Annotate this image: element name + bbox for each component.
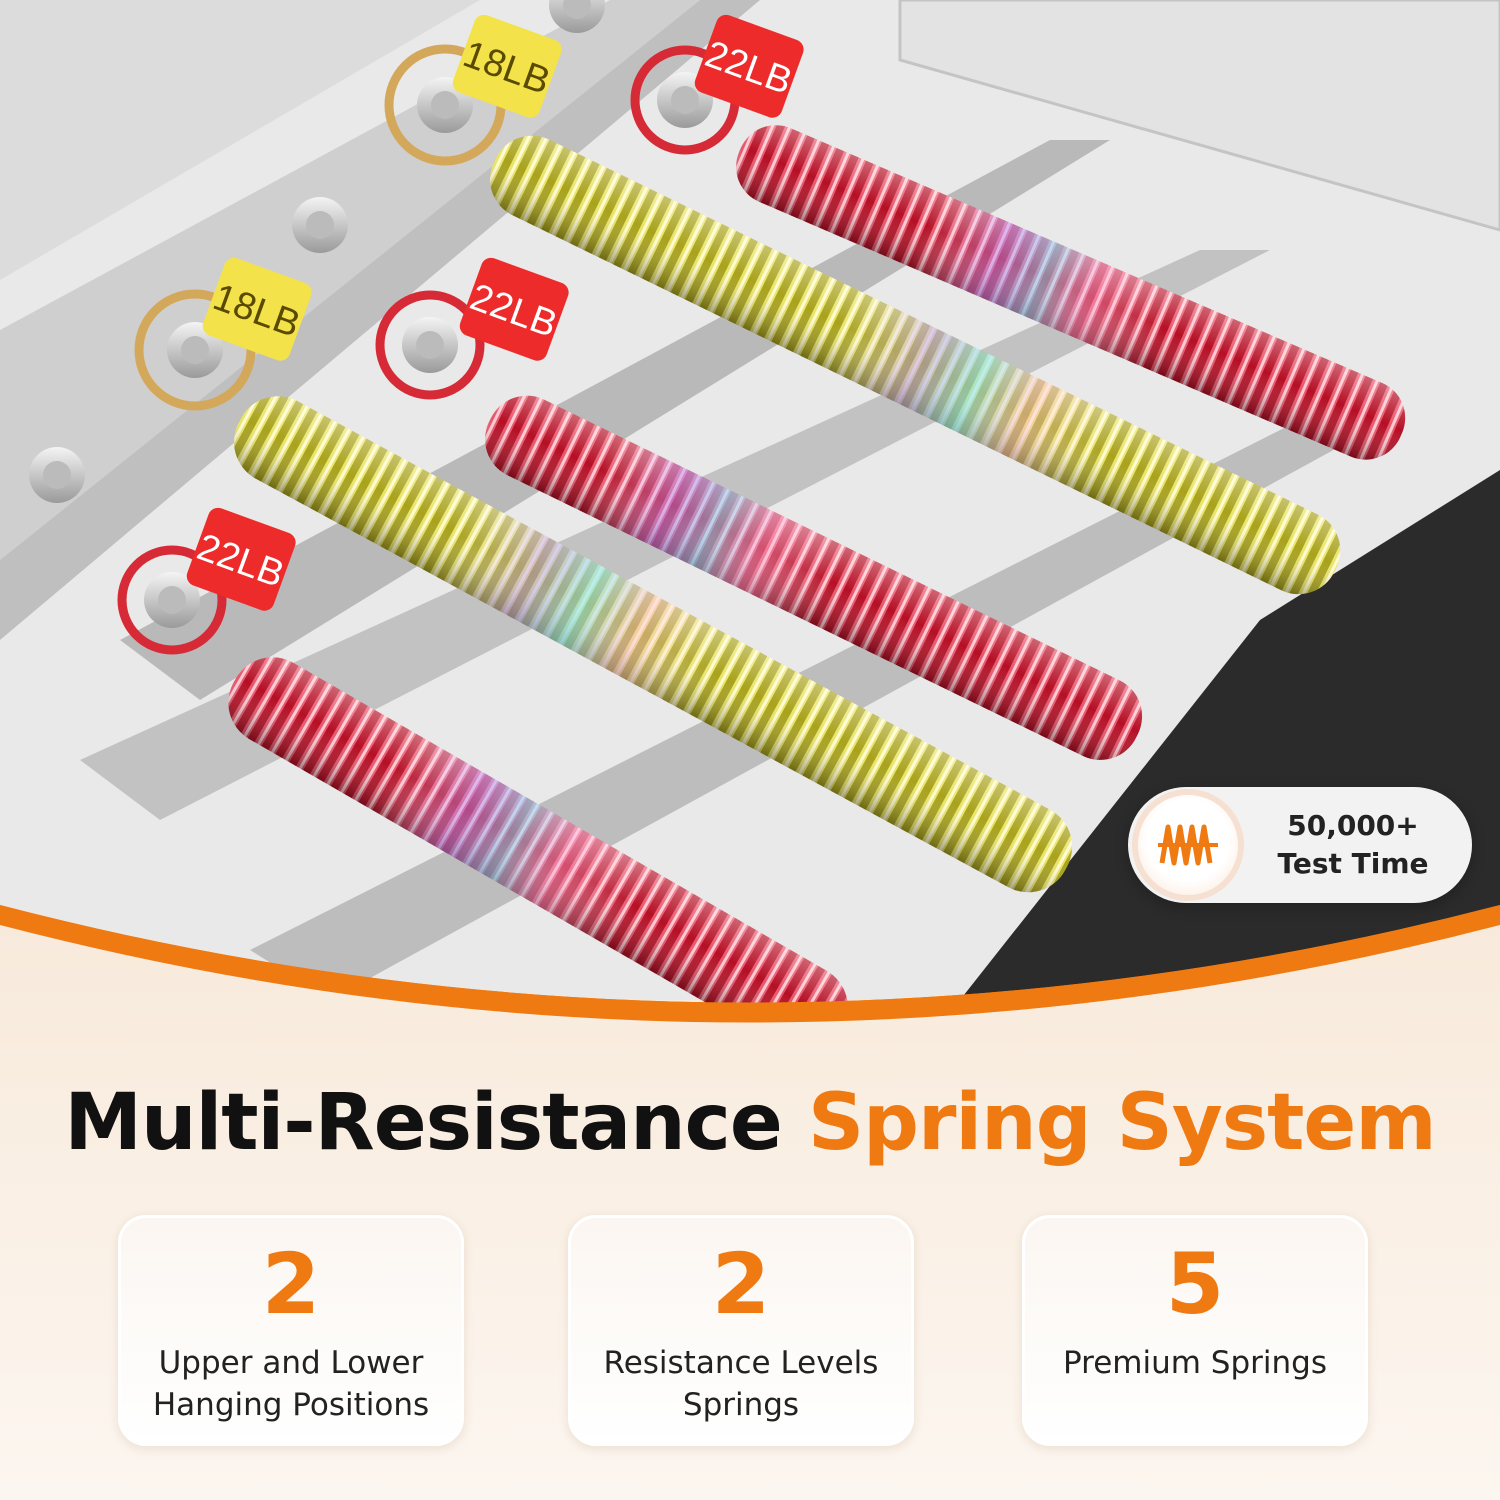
test-label: Test Time	[1277, 847, 1429, 880]
stat-card-springs: 5 Premium Springs	[1022, 1215, 1368, 1446]
stat-label: Resistance Levels Springs	[603, 1345, 879, 1423]
test-count: 50,000+	[1287, 809, 1419, 842]
stat-card-resistance: 2 Resistance Levels Springs	[568, 1215, 914, 1446]
frame-top-bar	[898, 0, 1500, 232]
stat-card-positions: 2 Upper and Lower Hanging Positions	[118, 1215, 464, 1446]
title-part-1: Multi-Resistance	[64, 1078, 782, 1168]
stat-value: 5	[1165, 1235, 1225, 1333]
weight-tag: 22LB	[186, 507, 296, 611]
stat-value: 2	[261, 1235, 321, 1333]
weight-tag: 22LB	[459, 257, 569, 361]
frame-rail	[0, 0, 480, 280]
frame-rail	[120, 140, 1110, 700]
weight-tag: 18LB	[452, 14, 562, 118]
test-badge-text: 50,000+ Test Time	[1248, 807, 1458, 883]
stat-label: Upper and Lower Hanging Positions	[152, 1345, 430, 1423]
weight-tag: 18LB	[202, 257, 312, 361]
test-badge: 50,000+ Test Time	[1128, 787, 1472, 903]
stat-value: 2	[711, 1235, 771, 1333]
page-title: Multi-Resistance Spring System	[0, 1078, 1500, 1168]
spring-icon	[1138, 795, 1238, 895]
stat-label: Premium Springs	[1063, 1345, 1327, 1381]
ring-red	[117, 545, 227, 655]
ring-red	[375, 290, 485, 400]
spring-group	[228, 125, 1406, 1053]
title-part-2: Spring System	[807, 1078, 1437, 1168]
weight-tag: 22LB	[694, 14, 804, 118]
